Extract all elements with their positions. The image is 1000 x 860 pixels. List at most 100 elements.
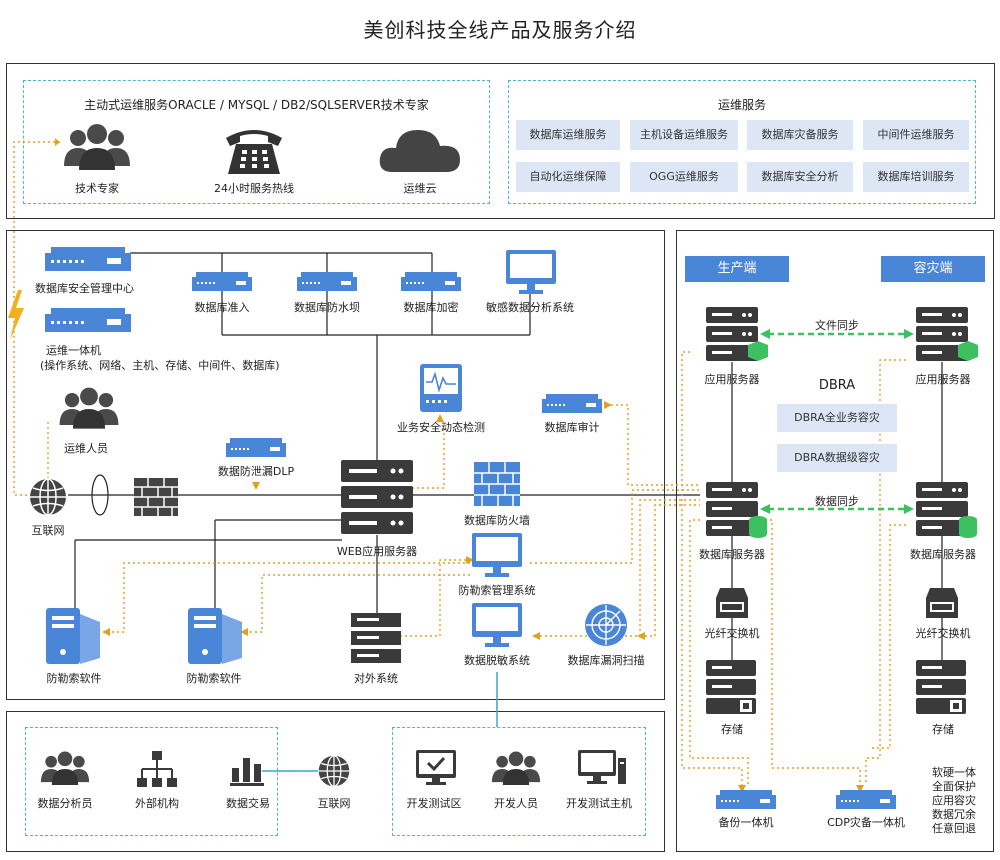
storage-right-label: 存储 [932, 723, 954, 736]
feature-item: 任意回退 [932, 822, 976, 835]
bottom-panel [6, 711, 665, 852]
dbra-full-box: DBRA全业务容灾 [777, 404, 897, 432]
db-access-label: 数据库准入 [194, 301, 250, 314]
db-server-left-icon [706, 482, 767, 538]
ops-staff-label: 运维人员 [64, 442, 108, 455]
production-header: 生产端 [685, 256, 789, 282]
ops-services-heading: 运维服务 [717, 98, 766, 112]
service-db-security-analysis: 数据库安全分析 [747, 162, 853, 192]
feature-item: 软硬一体 [932, 766, 976, 779]
db-audit-label: 数据库审计 [544, 421, 600, 434]
data-analysts-label: 数据分析员 [37, 797, 93, 810]
features-list: 软硬一体 全面保护 应用容灾 数据冗余 任意回退 [926, 766, 982, 836]
page-title: 美创科技全线产品及服务介绍 [363, 18, 637, 42]
app-server-left-label: 应用服务器 [704, 373, 760, 386]
bottom-internet-globe-icon [318, 755, 350, 787]
db-audit-appliance-icon [542, 394, 602, 413]
db-access-appliance-icon [192, 272, 252, 291]
hotline-label: 24小时服务热线 [214, 182, 294, 195]
desensitize-monitor-icon [472, 603, 522, 647]
db-encrypt-appliance-icon [401, 272, 461, 291]
cloud-icon [379, 130, 460, 172]
biz-security-device-icon [420, 364, 462, 412]
fc-switch-left-icon [716, 588, 748, 618]
storage-left-icon [706, 660, 756, 714]
backup-label: 备份一体机 [718, 816, 774, 829]
developers-label: 开发人员 [494, 797, 538, 810]
service-ogg-ops: OGG运维服务 [630, 162, 738, 192]
dbra-data-box: DBRA数据级容灾 [777, 444, 897, 472]
fc-switch-right-label: 光纤交换机 [915, 627, 971, 640]
vuln-scan-radar-icon [585, 604, 627, 646]
db-server-right-icon [916, 482, 977, 538]
db-firewall-label: 数据库防火墙 [464, 514, 530, 527]
top-left-heading: 主动式运维服务ORACLE / MYSQL / DB2/SQLSERVER技术专… [84, 98, 429, 112]
biz-security-label: 业务安全动态检测 [397, 421, 485, 434]
cdp-appliance-icon [836, 790, 896, 809]
bottom-left-group [25, 727, 278, 836]
db-firewall-icon [474, 462, 520, 506]
ops-machine-appliance-icon [45, 308, 131, 332]
firewall-icon [134, 478, 178, 516]
feature-item: 应用容灾 [932, 794, 976, 807]
service-automation: 自动化运维保障 [516, 162, 620, 192]
phone-icon [226, 130, 282, 174]
sensitive-analysis-label: 敏感数据分析系统 [486, 301, 574, 314]
dlp-appliance-icon [226, 438, 286, 457]
db-server-left-label: 数据库服务器 [699, 548, 765, 561]
vuln-scan-label: 数据库漏洞扫描 [567, 654, 645, 667]
external-system-label: 对外系统 [354, 672, 398, 685]
storage-left-label: 存储 [721, 723, 743, 736]
storage-right-icon [916, 660, 966, 714]
feature-item: 数据冗余 [932, 808, 976, 821]
top-right-group [508, 80, 976, 204]
sensitive-analysis-monitor-icon [506, 250, 556, 294]
ransom-software-label-2: 防勒索软件 [186, 672, 242, 685]
db-dam-label: 数据库防水坝 [294, 301, 360, 314]
data-trade-icon [230, 758, 264, 786]
bottom-right-group [392, 727, 646, 836]
ops-machine-sublabel: (操作系统、网络、主机、存储、中间件、数据库) [40, 359, 280, 372]
web-server-icon [341, 460, 413, 534]
dlp-label: 数据防泄漏DLP [217, 465, 295, 478]
dev-test-zone-icon [416, 750, 456, 785]
cdp-label: CDP灾备一体机 [827, 816, 905, 829]
app-server-left-icon [706, 307, 768, 361]
disaster-recovery-header: 容灾端 [881, 256, 985, 282]
ops-machine-label: 运维一体机 [46, 344, 101, 357]
service-db-training: 数据库培训服务 [863, 162, 969, 192]
db-server-right-label: 数据库服务器 [910, 548, 976, 561]
middle-panel [6, 230, 665, 700]
dev-test-zone-label: 开发测试区 [406, 797, 462, 810]
external-system-rack-icon [351, 613, 401, 663]
ransom-software-pc-icon-1 [46, 608, 100, 664]
feature-item: 全面保护 [932, 780, 976, 793]
internet-globe-icon [30, 478, 66, 516]
data-analysts-icon [40, 751, 90, 786]
ransom-mgmt-monitor-icon [472, 533, 522, 577]
web-server-label: WEB应用服务器 [336, 545, 418, 558]
right-panel [676, 230, 994, 852]
fc-switch-left-label: 光纤交换机 [704, 627, 760, 640]
app-server-right-icon [916, 307, 978, 361]
file-sync-label: 文件同步 [815, 319, 859, 332]
top-panel [6, 63, 995, 219]
ransom-software-pc-icon-2 [188, 608, 242, 664]
ransom-mgmt-label: 防勒索管理系统 [458, 584, 536, 597]
security-center-label: 数据库安全管理中心 [35, 282, 134, 295]
data-trade-label: 数据交易 [226, 797, 270, 810]
internet-label: 互联网 [31, 524, 65, 537]
developers-icon [491, 751, 541, 786]
external-org-label: 外部机构 [135, 797, 179, 810]
experts-label: 技术专家 [75, 182, 119, 195]
service-host-ops: 主机设备运维服务 [630, 120, 738, 150]
dbra-label: DBRA [818, 378, 856, 393]
ransom-software-label-1: 防勒索软件 [46, 672, 102, 685]
data-sync-label: 数据同步 [815, 495, 859, 508]
ops-cloud-label: 运维云 [403, 182, 437, 195]
db-encrypt-label: 数据库加密 [403, 301, 459, 314]
external-org-icon [137, 751, 177, 787]
bottom-internet-label: 互联网 [317, 797, 351, 810]
db-dam-appliance-icon [297, 272, 357, 291]
